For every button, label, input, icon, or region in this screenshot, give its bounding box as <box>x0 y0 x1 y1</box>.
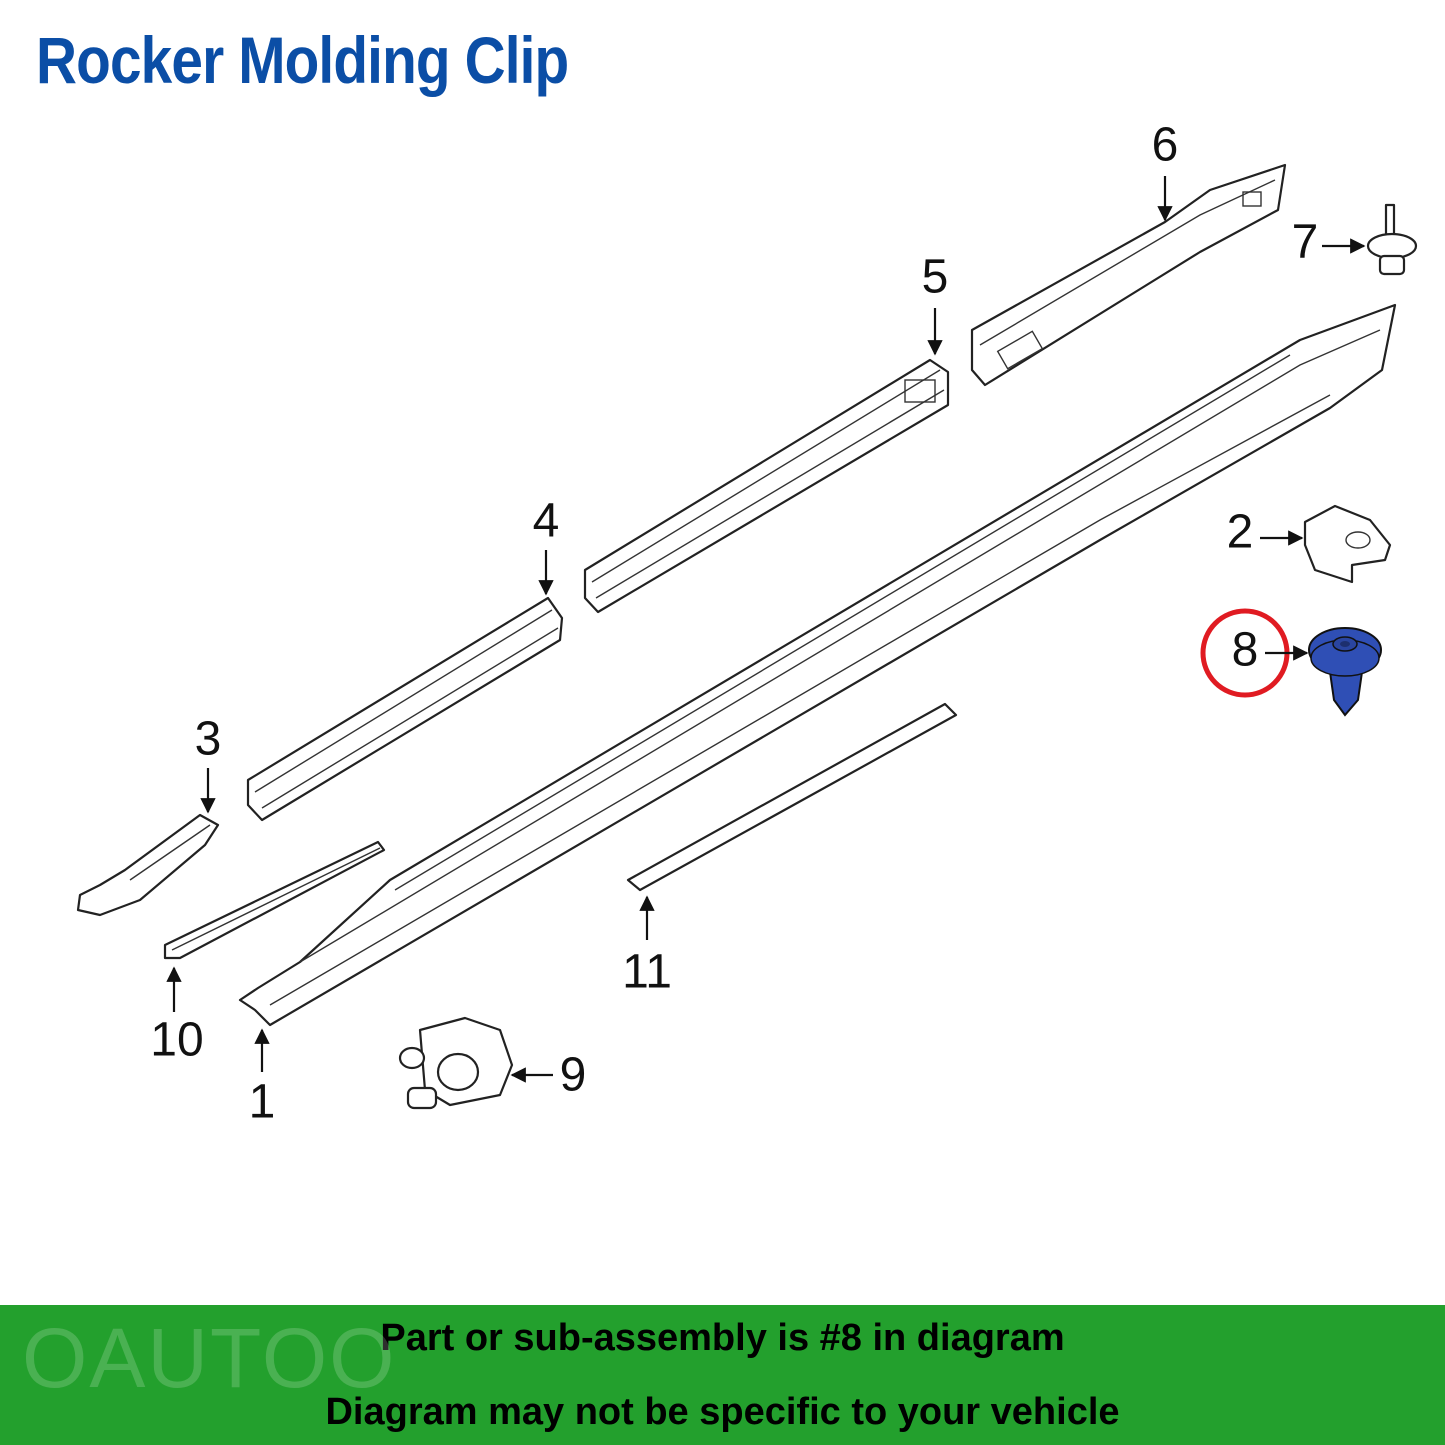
part-4-rail <box>246 596 564 822</box>
svg-text:5: 5 <box>922 251 949 304</box>
svg-text:9: 9 <box>560 1049 587 1102</box>
svg-text:11: 11 <box>622 946 672 999</box>
watermark-logo: OAUTOO <box>22 1311 397 1405</box>
banner-line-disclaimer: Diagram may not be specific to your vehi… <box>325 1391 1120 1433</box>
svg-text:8: 8 <box>1232 624 1259 677</box>
part-6-bracket <box>970 163 1287 387</box>
svg-text:4: 4 <box>533 495 560 548</box>
svg-text:6: 6 <box>1152 119 1179 172</box>
callout-11: 11 <box>622 895 672 999</box>
part-1-rocker-molding <box>238 303 1397 1027</box>
part-3-bracket <box>76 813 220 917</box>
part-9-clip <box>398 1016 514 1110</box>
part-5-rail <box>583 358 950 614</box>
svg-text:2: 2 <box>1227 506 1254 559</box>
part-2-nut-clip <box>1303 504 1392 584</box>
callout-6: 6 <box>1152 119 1179 222</box>
part-7-stud <box>1366 203 1418 276</box>
callout-8-highlighted: 8 <box>1200 608 1309 698</box>
svg-text:7: 7 <box>1292 216 1319 269</box>
svg-text:1: 1 <box>249 1076 276 1129</box>
callout-4: 4 <box>533 495 560 596</box>
callout-9: 9 <box>510 1049 587 1102</box>
svg-text:10: 10 <box>150 1014 203 1067</box>
info-banner: Part or sub-assembly is #8 in diagram Di… <box>0 1305 1445 1445</box>
callout-3: 3 <box>195 713 222 814</box>
callout-5: 5 <box>922 251 949 356</box>
page-title: Rocker Molding Clip <box>36 23 569 97</box>
part-8-push-clip <box>1308 627 1382 717</box>
callout-2: 2 <box>1227 506 1304 559</box>
callout-1: 1 <box>249 1028 276 1129</box>
callout-7: 7 <box>1292 216 1366 269</box>
part-11-strip <box>626 702 958 892</box>
banner-line-part-number: Part or sub-assembly is #8 in diagram <box>380 1317 1065 1359</box>
svg-text:3: 3 <box>195 713 222 766</box>
callout-10: 10 <box>150 966 204 1067</box>
part-10-strip <box>163 840 386 960</box>
